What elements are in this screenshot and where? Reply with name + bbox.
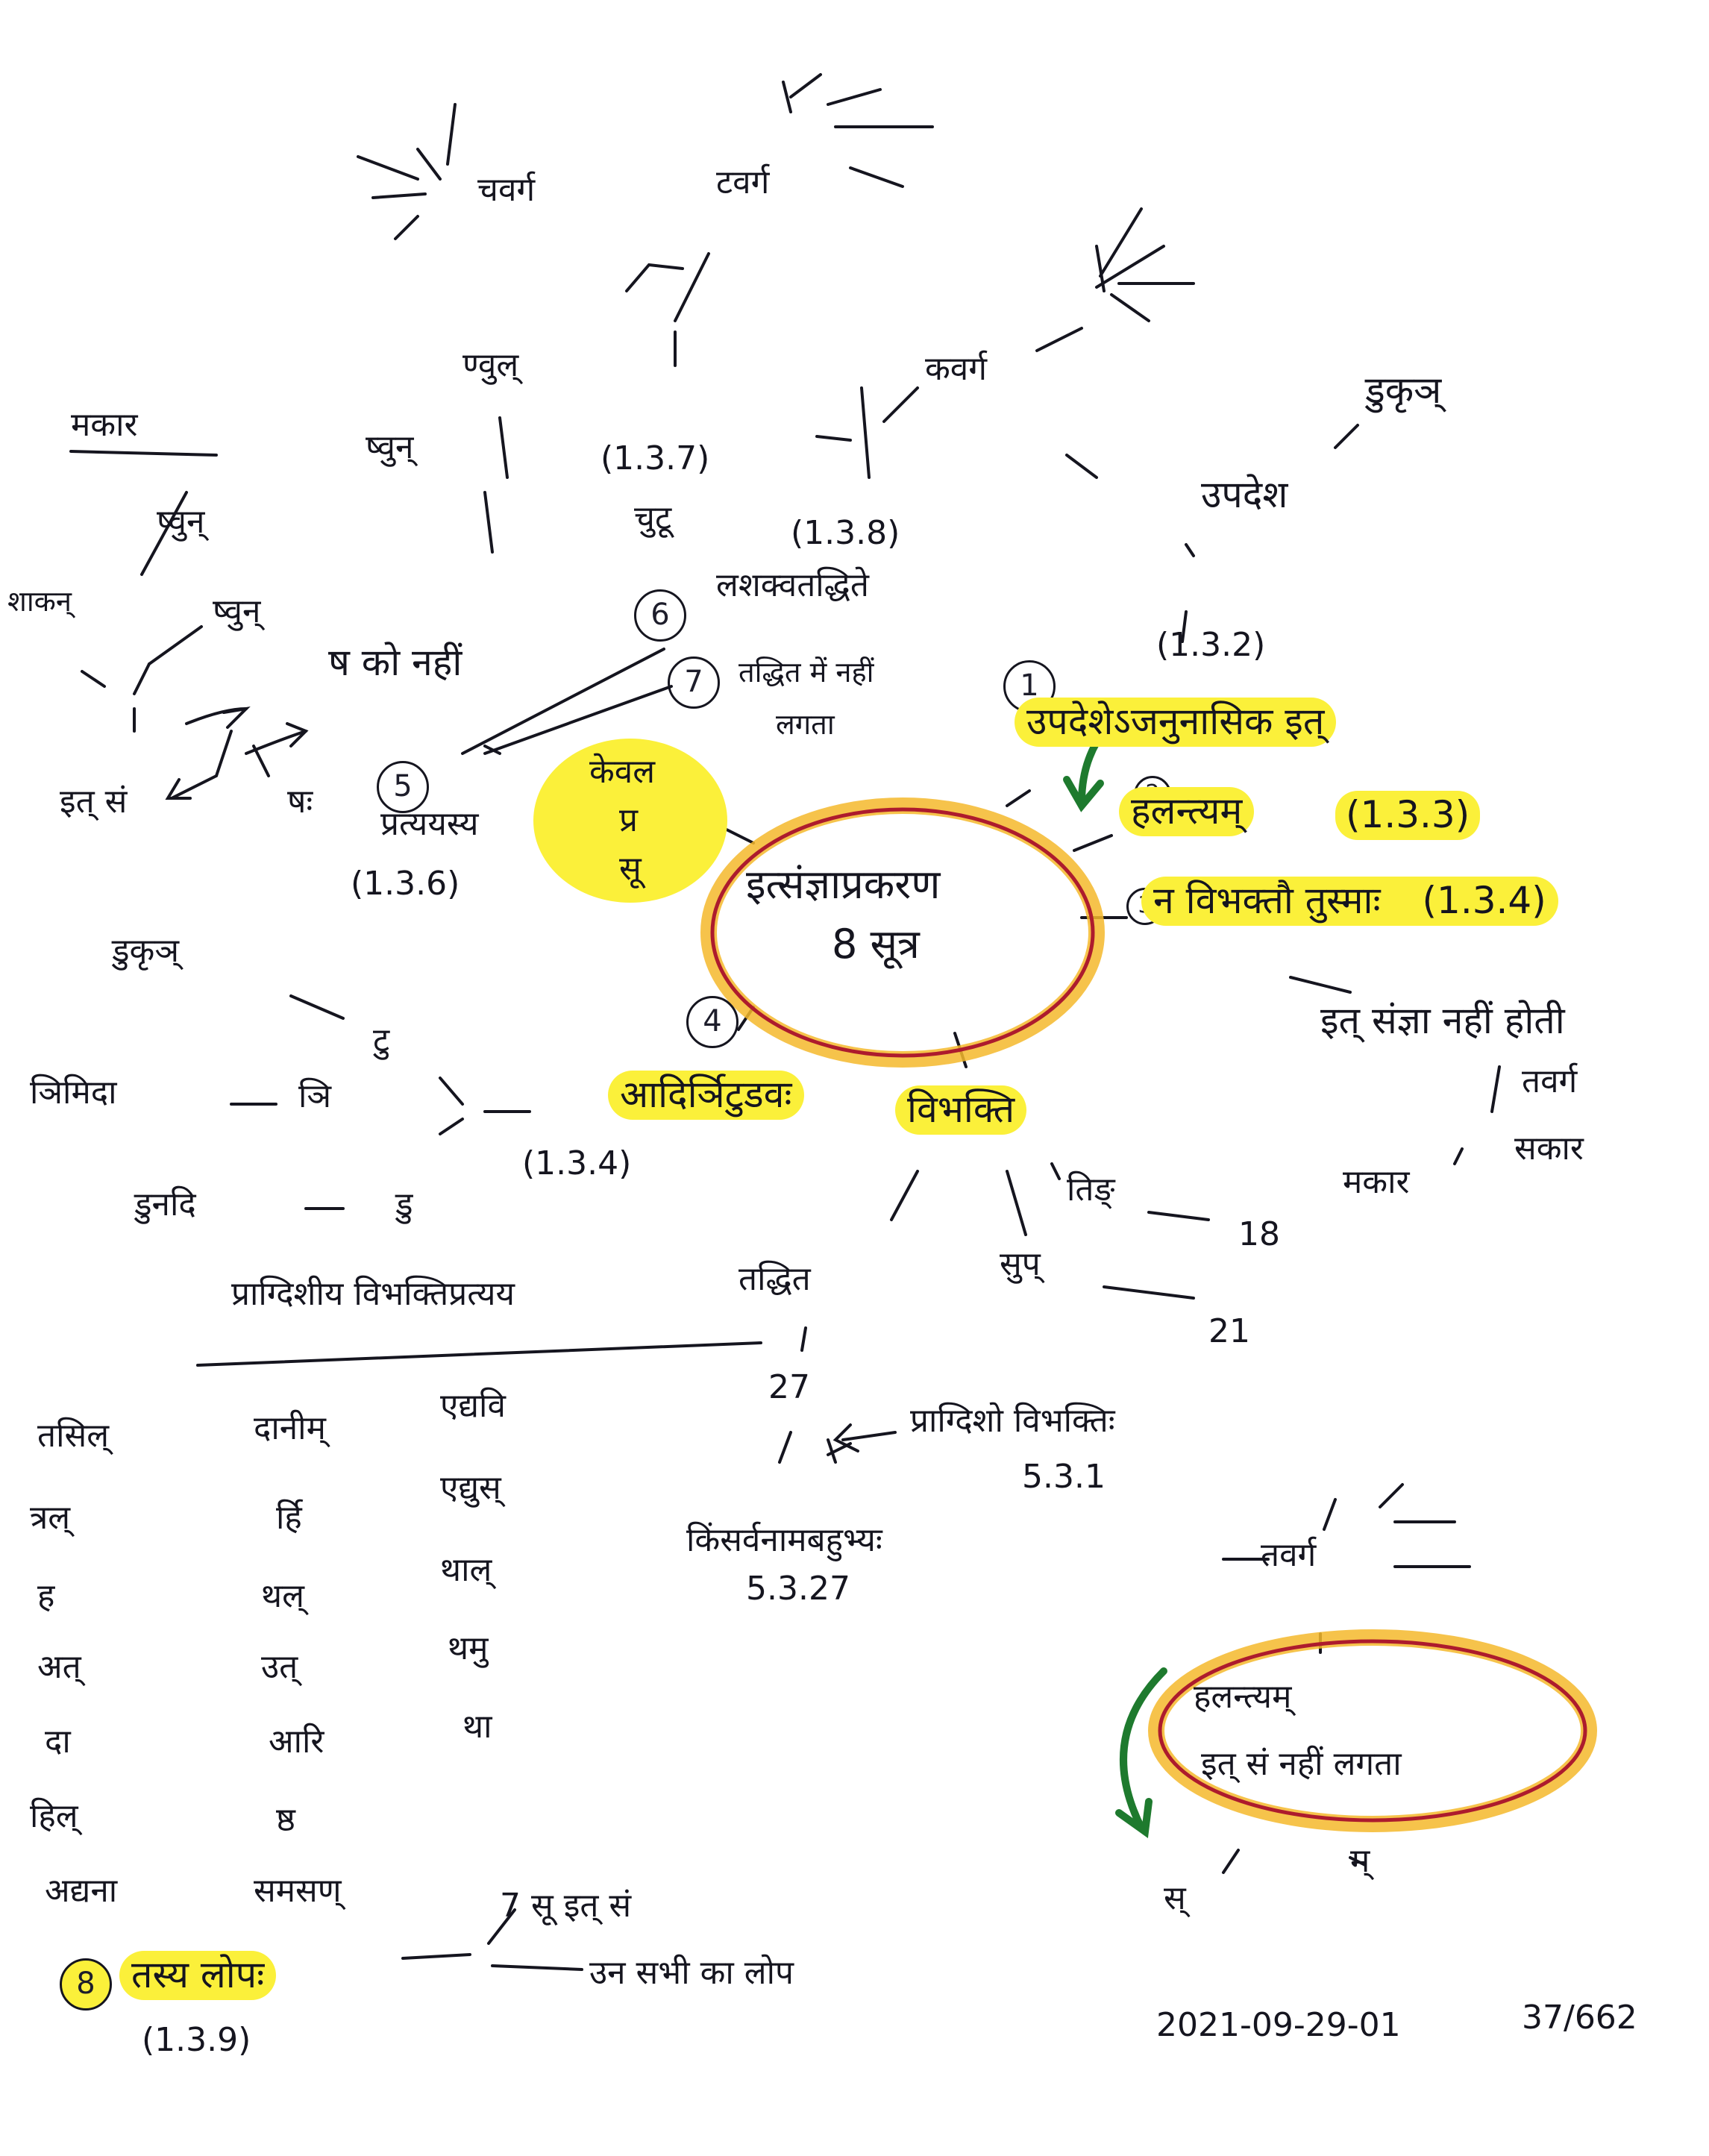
sup: सुप् xyxy=(1000,1245,1041,1283)
lopa-all: उन सभी का लोप xyxy=(589,1954,794,1992)
sha-no: ष को नहीं xyxy=(328,641,462,684)
sutra-3: न विभक्तौ तुस्माः (1.3.4) xyxy=(1141,877,1558,926)
suffix: थल् xyxy=(261,1577,304,1615)
sutra-4-ref: (1.3.4) xyxy=(522,1144,632,1182)
vibhakti: विभक्ति xyxy=(895,1085,1027,1135)
center-title: इत्संज्ञाप्रकरण xyxy=(746,861,941,908)
taddhita: तद्धित xyxy=(739,1260,811,1298)
kevala-3: सू xyxy=(619,850,642,888)
sutra-3-ref: (1.3.4) xyxy=(1422,879,1546,922)
sutra-3-tavarga: तवर्ग xyxy=(1522,1062,1578,1100)
sutra-8-ref: (1.3.9) xyxy=(142,2021,251,2059)
cavarga: चवर्ग xyxy=(477,171,536,209)
tavarga-right: तवर्ग xyxy=(1261,1536,1317,1574)
sutra-137-ref: (1.3.7) xyxy=(600,439,710,477)
suffix: दा xyxy=(45,1723,71,1761)
suffix: आरि xyxy=(269,1723,324,1761)
taddhita-count: 27 xyxy=(768,1368,810,1406)
sa-label: स् xyxy=(1164,1879,1186,1917)
pragdisho-ref: 5.3.1 xyxy=(1022,1458,1106,1496)
number-7: 7 xyxy=(668,656,720,709)
sutra-3-text: न विभक्तौ तुस्माः xyxy=(1153,879,1381,922)
sutra-132-ref: (1.3.2) xyxy=(1156,626,1266,664)
suffix: ह xyxy=(37,1577,55,1615)
du: डु xyxy=(395,1185,413,1223)
shvun-2: ष्वुन् xyxy=(157,503,205,541)
dunadi: डुनदि xyxy=(134,1185,196,1223)
suffix: एद्युस् xyxy=(440,1469,501,1507)
number-8: 8 xyxy=(60,1958,112,2011)
halantya-circle-line1: हलन्त्यम् xyxy=(1194,1678,1292,1716)
sutra-8: तस्य लोपः xyxy=(119,1951,277,2000)
dukrin-top: डुकृञ् xyxy=(1365,369,1442,412)
suffix: एद्यवि xyxy=(440,1387,506,1425)
sutra-4: आदिर्ञिटुडवः xyxy=(608,1071,804,1120)
sutra-3-note: इत् संज्ञा नहीं होती xyxy=(1320,999,1565,1042)
number-4: 4 xyxy=(686,996,739,1048)
nvul: ण्वुल् xyxy=(462,346,519,384)
suffix: र्हि xyxy=(276,1499,302,1537)
halantya-circle-line2: इत् सं नहीं लगता xyxy=(1201,1745,1402,1783)
upadesha: उपदेश xyxy=(1201,473,1288,516)
vun-2: ष्वुन् xyxy=(213,592,261,630)
suffix: दानीम् xyxy=(254,1409,326,1447)
center-subtitle: 8 सूत्र xyxy=(832,921,920,968)
suffix: उत् xyxy=(261,1648,298,1686)
sutra-7-sub2: लगता xyxy=(776,708,835,741)
page-number: 37/662 xyxy=(1522,1999,1637,2037)
tavarga-top: टवर्ग xyxy=(716,163,770,201)
sutra-137-name: चुटू xyxy=(634,499,672,537)
it-sam-left: इत् सं xyxy=(60,783,128,821)
sutra-2: हलन्त्यम् xyxy=(1119,787,1255,836)
number-6: 6 xyxy=(634,589,686,642)
suffix: अत् xyxy=(37,1648,81,1686)
date-stamp: 2021-09-29-01 xyxy=(1156,2006,1401,2044)
suffix: थाल् xyxy=(440,1551,492,1589)
sutra-2-ref: (1.3.3) xyxy=(1335,791,1481,840)
kimsarvanama-ref: 5.3.27 xyxy=(746,1570,850,1608)
suffix: तसिल् xyxy=(37,1417,110,1455)
sutra-1: उपदेशेऽजनुनासिक इत् xyxy=(1015,698,1337,747)
pradishiya-heading: प्राग्दिशीय विभक्तिप्रत्यय xyxy=(231,1275,515,1313)
shakan: शाकन् xyxy=(7,585,72,618)
sutra-5-ref: (1.3.6) xyxy=(351,865,460,903)
kevala-1: केवल xyxy=(589,753,656,791)
tin: तिङ् xyxy=(1067,1171,1115,1209)
sutra-7-sub1: तद्धित में नहीं xyxy=(739,656,874,689)
tin-count: 18 xyxy=(1238,1215,1280,1253)
makara-heading: मकार xyxy=(71,406,138,444)
kevala-2: प्र xyxy=(619,801,639,839)
dukrin-left: डुकृञ् xyxy=(112,932,179,970)
seven-sutra-it: 7 सू इत् सं xyxy=(500,1887,632,1925)
tu: टु xyxy=(373,1021,390,1059)
kavarga: कवर्ग xyxy=(925,350,988,388)
sutra-7: लशक्वतद्धिते xyxy=(716,566,869,604)
sutra-3-sakara: सकार xyxy=(1514,1129,1584,1168)
nimida: ञिमिदा xyxy=(30,1074,117,1112)
suffix: अद्यना xyxy=(45,1872,118,1910)
suffix: ष्ठ xyxy=(276,1801,295,1839)
pragdisho: प्राग्दिशो विभक्तिः xyxy=(910,1402,1115,1440)
suffix: था xyxy=(462,1708,492,1746)
sha-label: षः xyxy=(287,783,313,821)
suffix: समसण् xyxy=(254,1872,342,1910)
shvun-1: ष्वुन् xyxy=(366,428,414,466)
sup-count: 21 xyxy=(1208,1312,1250,1350)
kimsarvanama: किंसर्वनामबहुभ्यः xyxy=(686,1521,882,1559)
sutra-5: प्रत्ययस्य xyxy=(380,805,479,843)
ma-label: म् xyxy=(1350,1842,1370,1880)
suffix: थमु xyxy=(448,1629,489,1667)
sutra-3-makara: मकार xyxy=(1343,1163,1410,1201)
suffix: हिल् xyxy=(30,1797,78,1835)
suffix: त्रल् xyxy=(30,1499,71,1537)
sutra-138-ref: (1.3.8) xyxy=(791,514,900,552)
number-5: 5 xyxy=(377,761,429,813)
nii: ञि xyxy=(298,1077,332,1115)
